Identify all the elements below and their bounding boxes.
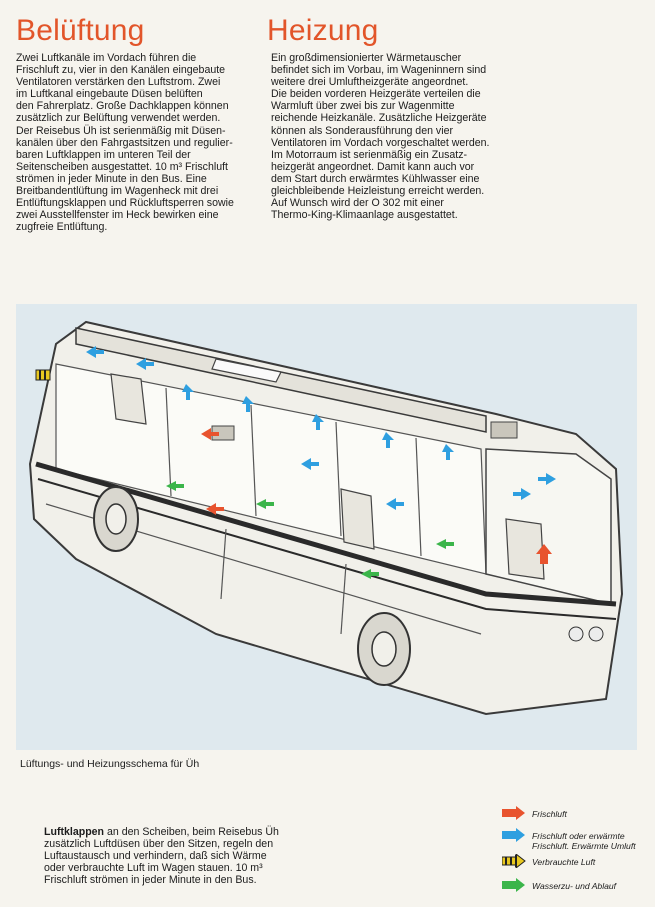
legend-item-fresh-air: Frischluft <box>502 806 652 826</box>
ventilation-paragraph: Zwei Luftkanäle im Vordach führen die Fr… <box>16 52 234 234</box>
green-arrow-icon <box>502 878 525 892</box>
orange-arrow-icon <box>502 806 525 820</box>
illustration-caption: Lüftungs- und Heizungsschema für Üh <box>20 758 200 770</box>
flaps-note-term: Luftklappen <box>44 826 105 838</box>
ventilation-heading: Belüftung <box>16 14 145 47</box>
heating-heading: Heizung <box>267 14 379 47</box>
blue-arrow-icon <box>502 828 525 842</box>
legend-label-heated-air: Frischluft oder erwärmte Frischluft. Erw… <box>532 831 636 851</box>
legend-item-stale-air: Verbrauchte Luft <box>502 854 652 874</box>
flaps-note: Luftklappen an den Scheiben, beim Reiseb… <box>44 826 284 886</box>
legend-label-water: Wasserzu- und Ablauf <box>532 881 617 891</box>
striped-arrow-icon <box>502 854 526 868</box>
bus-ventilation-illustration <box>16 304 637 750</box>
heating-paragraph: Ein großdimensionierter Wärmetauscher be… <box>271 52 490 222</box>
legend-item-water: Wasserzu- und Ablauf <box>502 878 652 898</box>
legend-label-fresh-air: Frischluft <box>532 809 567 819</box>
flaps-note-text: an den Scheiben, beim Reisebus Üh zusätz… <box>44 826 279 886</box>
legend-label-stale-air: Verbrauchte Luft <box>532 857 596 867</box>
bus-cutaway-drawing <box>28 320 624 716</box>
legend-item-heated-air: Frischluft oder erwärmte Frischluft. Erw… <box>502 828 652 851</box>
